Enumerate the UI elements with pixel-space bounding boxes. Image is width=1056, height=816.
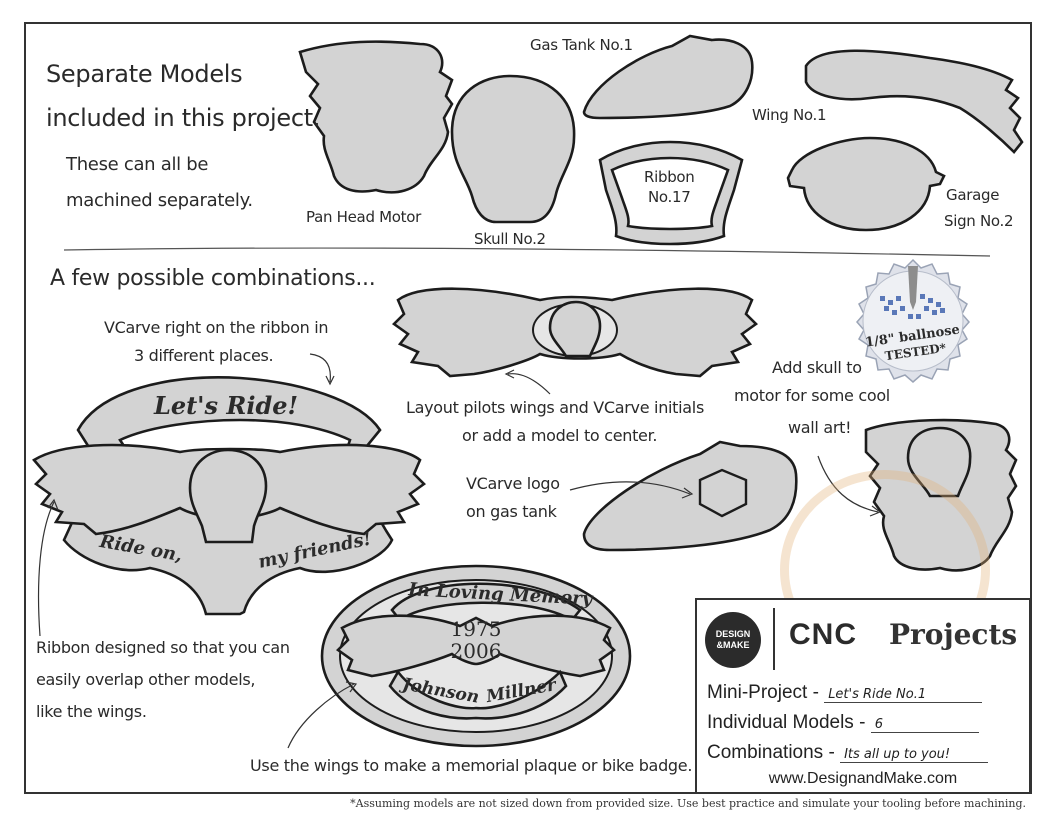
header-title-line1: Separate Models: [46, 60, 243, 88]
page-frame: [24, 22, 1032, 794]
mini-project-value: Let's Ride No.1: [824, 687, 983, 703]
arrow-overlap-head: [47, 498, 59, 511]
note-pilot-wings-line1: Layout pilots wings and VCarve initials: [406, 398, 704, 417]
garage-sign-model: [786, 136, 946, 232]
logo-line1: DESIGN: [715, 629, 751, 639]
gas-tank-model: [582, 34, 754, 120]
combinations-value: Its all up to you!: [840, 747, 989, 763]
label-ribbon-line2: No.17: [648, 188, 691, 206]
badge-endmill-icon: [908, 266, 918, 310]
tested-badge: 1/8" ballnose TESTED*: [856, 258, 970, 383]
individual-models-label: Individual Models -: [707, 712, 871, 733]
arrow-logo: [569, 481, 691, 495]
label-wing: Wing No.1: [752, 106, 827, 124]
arrow-plaque: [287, 683, 355, 749]
ribbon-model-opening: [610, 156, 730, 231]
header-subtitle-line1: These can all be: [66, 154, 209, 175]
header-subtitle-line2: machined separately.: [66, 190, 253, 211]
note-plaque: Use the wings to make a memorial plaque …: [250, 756, 693, 775]
project-legend: DESIGN &MAKE CNC Projects Mini-Project -…: [695, 598, 1031, 794]
website-url[interactable]: www.DesignandMake.com: [768, 770, 958, 787]
note-skull-motor-line1: Add skull to: [772, 358, 862, 377]
design-make-logo: DESIGN &MAKE: [705, 612, 761, 668]
note-skull-motor-line2: motor for some cool: [734, 386, 890, 405]
arrow-wings: [507, 373, 551, 395]
combinations-label: Combinations -: [707, 742, 841, 763]
arrow-ribbon-head: [325, 375, 335, 386]
projects-wordmark: Projects: [889, 618, 1018, 651]
vcarve-logo: [698, 468, 748, 518]
label-gas-tank: Gas Tank No.1: [530, 36, 633, 54]
pan-head-motor-model: [298, 40, 454, 194]
individual-models-value: 6: [870, 717, 979, 733]
legend-divider: [773, 608, 775, 670]
gas-tank-logo-combo: [582, 440, 798, 552]
mini-project-label: Mini-Project -: [707, 682, 825, 703]
plaque-bottom-ribbon: [388, 669, 568, 720]
label-pan-head-motor: Pan Head Motor: [306, 208, 421, 226]
plaque-year2: 2006: [451, 639, 502, 663]
footnote: *Assuming models are not sized down from…: [350, 797, 1026, 810]
note-skull-motor-line3: wall art!: [788, 418, 852, 437]
note-vcarve-logo-line1: VCarve logo: [466, 474, 560, 493]
note-vcarve-logo-line2: on gas tank: [466, 502, 557, 521]
plaque-year1: 1975: [451, 617, 502, 641]
plaque-wings: [335, 614, 617, 678]
label-ribbon-line1: Ribbon: [644, 168, 695, 186]
note-ribbon-line1: Ribbon designed so that you can: [36, 638, 290, 657]
pilot-wings-skull: [548, 300, 602, 358]
note-ribbon-line3: like the wings.: [36, 702, 147, 721]
ribbon-combo-skull: [188, 448, 268, 544]
label-skull: Skull No.2: [474, 230, 546, 248]
logo-line2: &MAKE: [716, 640, 750, 650]
header-title-line2: included in this project.: [46, 104, 321, 132]
label-garage-line2: Sign No.2: [944, 212, 1014, 230]
label-garage-line1: Garage: [946, 186, 1000, 204]
mini-project-row: Mini-Project - Let's Ride No.1: [707, 682, 983, 704]
individual-models-row: Individual Models - 6: [707, 712, 979, 734]
plaque-top-ribbon: [390, 582, 582, 622]
arrow-ribbon: [309, 353, 331, 383]
skull-model: [450, 74, 576, 224]
note-vcarve-ribbon-line1: VCarve right on the ribbon in: [104, 318, 329, 337]
wing-model: [804, 49, 1024, 154]
arrow-overlap: [37, 501, 55, 637]
badge-pixel-pattern: [880, 294, 945, 319]
cnc-wordmark: CNC: [789, 618, 857, 651]
note-vcarve-ribbon-line2: 3 different places.: [134, 346, 274, 365]
arrow-plaque-head: [345, 681, 358, 693]
ribbon-top-text: Let's Ride!: [153, 391, 298, 420]
arrow-logo-head: [681, 487, 694, 499]
note-pilot-wings-line2: or add a model to center.: [462, 426, 658, 445]
note-ribbon-line2: easily overlap other models,: [36, 670, 256, 689]
combinations-heading: A few possible combinations...: [50, 266, 376, 291]
section-divider: [63, 247, 991, 257]
arrow-wings-head: [504, 369, 515, 379]
combinations-row: Combinations - Its all up to you!: [707, 742, 989, 764]
